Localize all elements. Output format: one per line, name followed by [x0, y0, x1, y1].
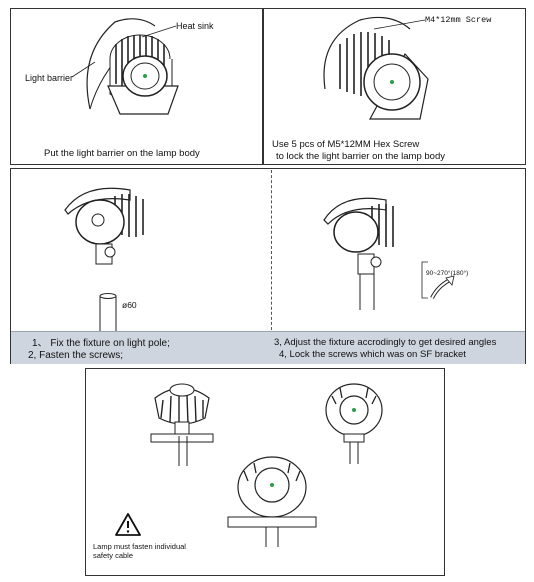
step2-caption-line2: to lock the light barrier on the lamp bo…	[276, 151, 445, 162]
fixture-on-pole-illustration	[64, 187, 144, 265]
instructions-band	[11, 331, 525, 364]
lamp-screw-illustration	[323, 16, 429, 120]
pole-diameter-label: ø60	[122, 300, 137, 310]
instruction-1: 1、 Fix the fixture on light pole;	[32, 338, 170, 349]
lamp-with-barrier-illustration	[86, 18, 179, 115]
light-pole-illustration	[99, 293, 117, 331]
fixture-safety-cable-illustration	[227, 456, 317, 547]
instruction-3: 3, Adjust the fixture accrodingly to get…	[274, 337, 497, 348]
step3-divider	[271, 170, 272, 330]
heat-sink-leader-line	[141, 25, 177, 38]
light-barrier-leader-line	[71, 61, 96, 78]
rotation-arrow-icon	[421, 261, 455, 299]
instruction-4: 4, Lock the screws which was on SF brack…	[279, 349, 466, 360]
fixture-adjust-illustration	[323, 197, 394, 310]
warning-text-line2: safety cable	[93, 551, 134, 560]
step2-caption-line1: Use 5 pcs of M5*12MM Hex Screw	[272, 139, 420, 150]
warning-icon	[115, 513, 141, 536]
step1-caption: Put the light barrier on the lamp body	[44, 148, 200, 159]
instruction-2: 2, Fasten the screws;	[28, 350, 124, 361]
fixture-bracket-left-illustration	[150, 383, 214, 466]
adjust-angle-label: 90~270°(180°)	[426, 270, 469, 277]
heat-sink-label: Heat sink	[176, 21, 214, 31]
screw-leader-line	[373, 19, 426, 30]
screw-spec-label: M4*12mm Screw	[425, 15, 492, 25]
warning-text-line1: Lamp must fasten individual	[93, 542, 186, 551]
light-barrier-label: Light barrier	[25, 73, 74, 83]
fixture-bracket-right-illustration	[325, 383, 383, 464]
